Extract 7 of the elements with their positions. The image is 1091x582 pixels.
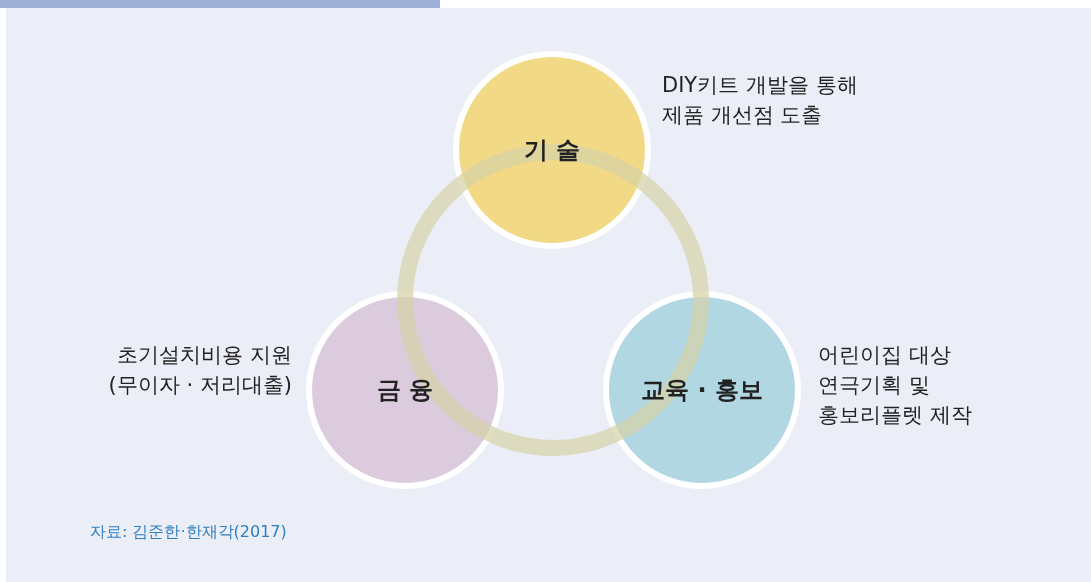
description-text: 초기설치비용 지원 (무이자 · 저리대출) xyxy=(107,342,292,399)
circle-label: 금 융 xyxy=(375,375,435,406)
circle-label: 기 술 xyxy=(522,135,582,166)
description-text: 어린이집 대상 연극기획 및 홍보리플렛 제작 xyxy=(818,342,973,429)
source-note: 자료: 김준한·한재각(2017) xyxy=(90,522,287,543)
circle-label: 교육 · 홍보 xyxy=(640,375,764,406)
description-text: DIY키트 개발을 통해 제품 개선점 도출 xyxy=(662,72,859,129)
